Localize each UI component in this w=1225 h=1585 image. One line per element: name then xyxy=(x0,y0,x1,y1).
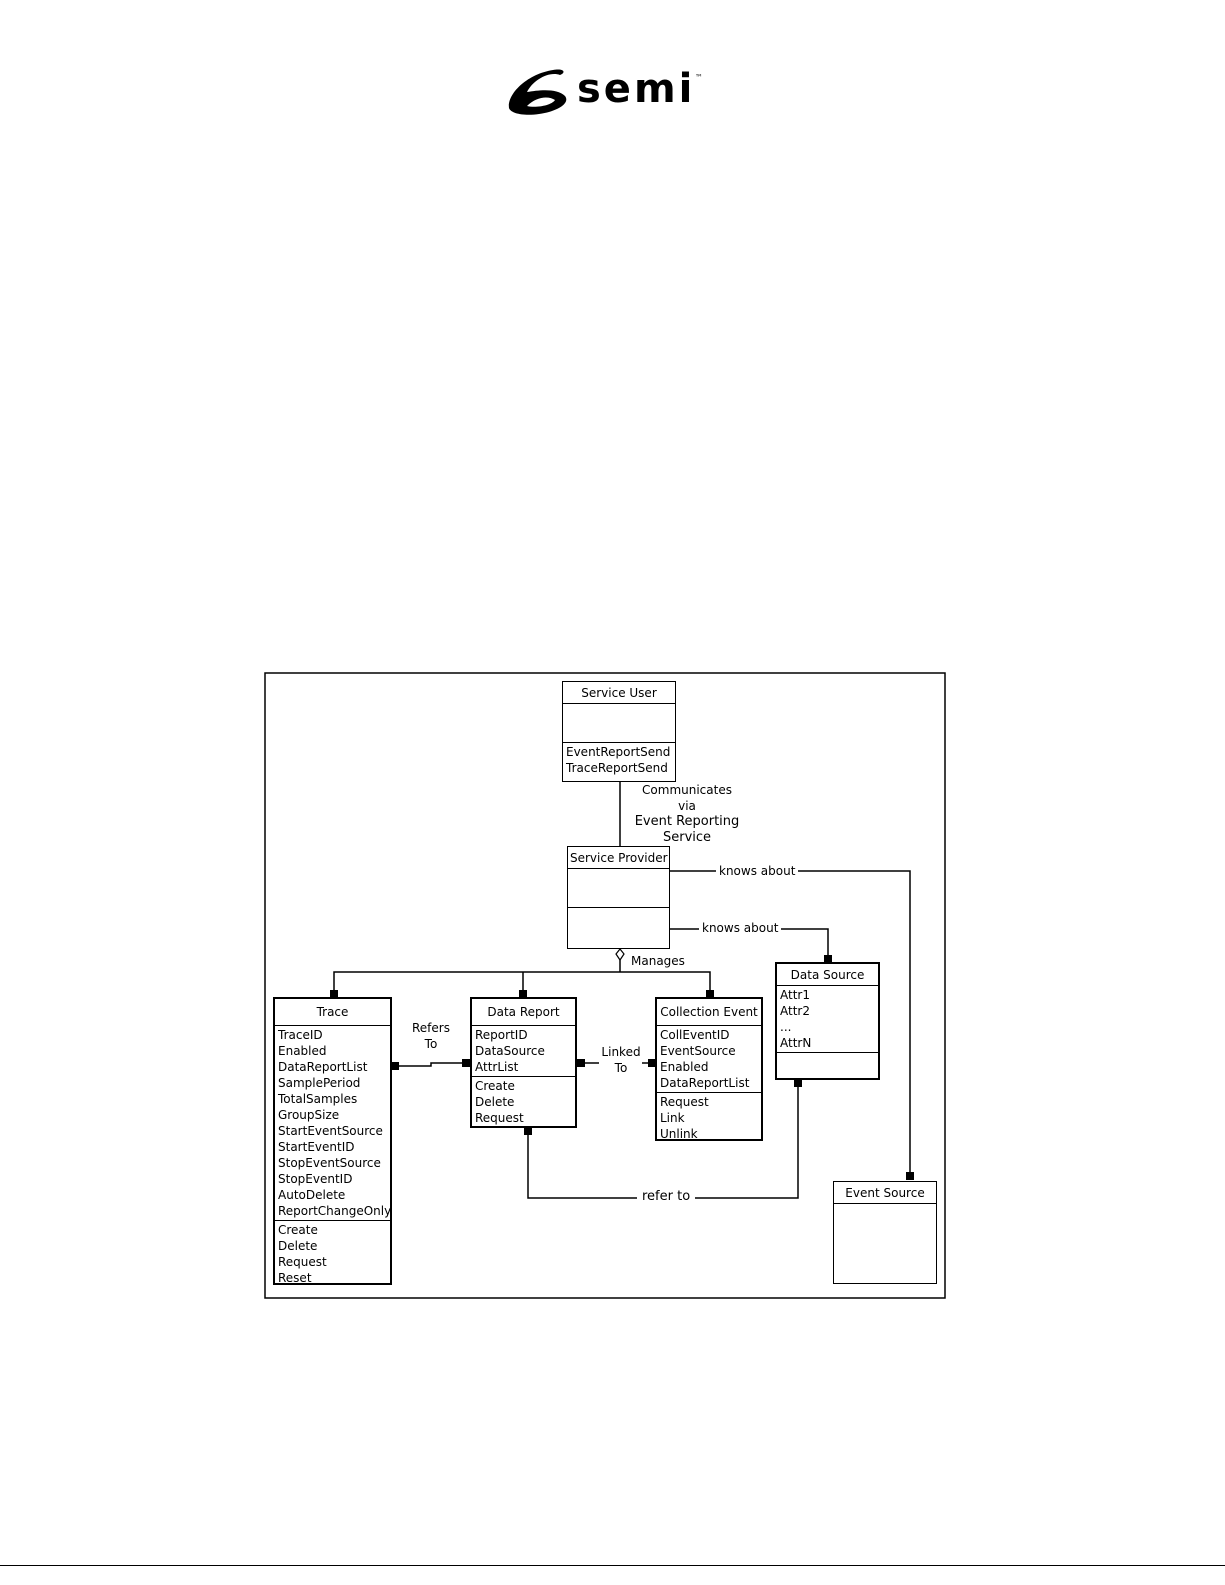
logo-wordmark: semi xyxy=(577,66,695,112)
operation: Request xyxy=(660,1095,709,1109)
collection-event-operations: Request Link Unlink xyxy=(657,1093,761,1143)
communicates-label-line: Event Reporting xyxy=(634,814,740,829)
communicates-label-line: Communicates xyxy=(642,783,732,797)
knows-about-event-source-label: knows about xyxy=(716,863,799,879)
attribute: Enabled xyxy=(660,1060,709,1074)
service-user-name: Service User xyxy=(563,682,675,704)
event-source-end-marker xyxy=(906,1172,914,1180)
operation: Request xyxy=(475,1111,524,1125)
attribute: DataReportList xyxy=(278,1060,368,1074)
operation: EventReportSend xyxy=(566,745,671,759)
service-provider-attributes xyxy=(568,869,669,908)
trace-class: Trace TraceID Enabled DataReportList Sam… xyxy=(273,997,392,1285)
data-source-operations xyxy=(777,1053,878,1075)
page-bottom-rule xyxy=(0,1565,1225,1566)
data-report-refers-marker xyxy=(462,1059,470,1067)
refers-to-line xyxy=(391,1062,470,1067)
operation: TraceReportSend xyxy=(566,761,668,775)
operation: Unlink xyxy=(660,1127,698,1141)
operation: Create xyxy=(278,1223,318,1237)
service-provider-name: Service Provider xyxy=(568,847,669,869)
diagram-frame xyxy=(264,672,946,1299)
manages-bus xyxy=(333,971,711,995)
event-source-name: Event Source xyxy=(834,1182,936,1204)
refers-to-label-line: To xyxy=(424,1037,438,1051)
semi-logo: semi ™ xyxy=(508,66,703,115)
attribute: ReportChangeOnly xyxy=(278,1204,392,1218)
service-provider-operations xyxy=(568,908,669,940)
data-source-refer-to-marker xyxy=(794,1079,802,1087)
knows-about-data-source-label: knows about xyxy=(699,920,782,936)
service-user-class: Service User EventReportSend TraceReport… xyxy=(562,681,676,782)
attribute: AttrN xyxy=(780,1036,812,1050)
attribute: ReportID xyxy=(475,1028,528,1042)
data-report-refer-to-marker xyxy=(524,1127,532,1135)
communicates-label-line: via xyxy=(678,799,696,813)
data-report-class: Data Report ReportID DataSource AttrList… xyxy=(470,997,577,1128)
collection-event-attributes: CollEventID EventSource Enabled DataRepo… xyxy=(657,1026,761,1093)
attribute: StartEventSource xyxy=(278,1124,383,1138)
logo-tm: ™ xyxy=(695,73,703,82)
data-report-linked-marker xyxy=(577,1059,585,1067)
manages-label: Manages xyxy=(631,954,685,968)
operation: Delete xyxy=(278,1239,318,1253)
trace-operations: Create Delete Request Reset xyxy=(275,1221,390,1287)
refers-to-label-line: Refers xyxy=(412,1021,450,1035)
service-user-operations: EventReportSend TraceReportSend xyxy=(563,743,675,777)
aggregation-diamond xyxy=(615,948,625,962)
collection-event-linked-marker xyxy=(648,1059,656,1067)
attribute: AutoDelete xyxy=(278,1188,346,1202)
collection-event-name: Collection Event xyxy=(657,999,761,1026)
attribute: ... xyxy=(780,1020,792,1034)
linked-to-label-line: Linked xyxy=(601,1045,641,1059)
event-source-class: Event Source xyxy=(833,1181,937,1284)
service-user-attributes xyxy=(563,704,675,743)
operation: Delete xyxy=(475,1095,515,1109)
operation: Reset xyxy=(278,1271,312,1285)
refer-to-label: refer to xyxy=(637,1189,696,1205)
data-report-attributes: ReportID DataSource AttrList xyxy=(472,1026,575,1077)
attribute: StartEventID xyxy=(278,1140,355,1154)
attribute: Attr2 xyxy=(780,1004,810,1018)
attribute: DataSource xyxy=(475,1044,545,1058)
attribute: TotalSamples xyxy=(278,1092,358,1106)
data-source-class: Data Source Attr1 Attr2 ... AttrN xyxy=(775,962,880,1080)
collection-event-class: Collection Event CollEventID EventSource… xyxy=(655,997,763,1141)
data-report-end-marker xyxy=(519,990,527,997)
service-provider-class: Service Provider xyxy=(567,846,670,949)
attribute: DataReportList xyxy=(660,1076,750,1090)
attribute: CollEventID xyxy=(660,1028,730,1042)
data-source-attributes: Attr1 Attr2 ... AttrN xyxy=(777,986,878,1053)
trace-end-marker xyxy=(330,990,338,997)
linked-to-label-line: To xyxy=(614,1061,628,1075)
data-report-name: Data Report xyxy=(472,999,575,1026)
data-source-name: Data Source xyxy=(777,964,878,986)
linked-to-label: Linked To xyxy=(596,1044,646,1076)
attribute: SamplePeriod xyxy=(278,1076,361,1090)
trace-attributes: TraceID Enabled DataReportList SamplePer… xyxy=(275,1026,392,1221)
attribute: GroupSize xyxy=(278,1108,340,1122)
communicates-label: Communicates via Event Reporting Service xyxy=(632,782,742,846)
trace-refers-marker xyxy=(392,1062,399,1070)
attribute: Attr1 xyxy=(780,988,810,1002)
attribute: StopEventID xyxy=(278,1172,353,1186)
data-source-end-marker xyxy=(824,955,832,962)
attribute: TraceID xyxy=(278,1028,323,1042)
attribute: EventSource xyxy=(660,1044,736,1058)
operation: Request xyxy=(278,1255,327,1269)
attribute: AttrList xyxy=(475,1060,519,1074)
communicates-label-line: Service xyxy=(662,830,712,845)
attribute: Enabled xyxy=(278,1044,327,1058)
refers-to-label: Refers To xyxy=(405,1020,457,1052)
semi-swoosh-mark xyxy=(508,69,567,115)
data-report-operations: Create Delete Request xyxy=(472,1077,575,1127)
operation: Create xyxy=(475,1079,515,1093)
trace-name: Trace xyxy=(275,999,390,1026)
operation: Link xyxy=(660,1111,685,1125)
collection-event-end-marker xyxy=(706,990,714,997)
attribute: StopEventSource xyxy=(278,1156,381,1170)
